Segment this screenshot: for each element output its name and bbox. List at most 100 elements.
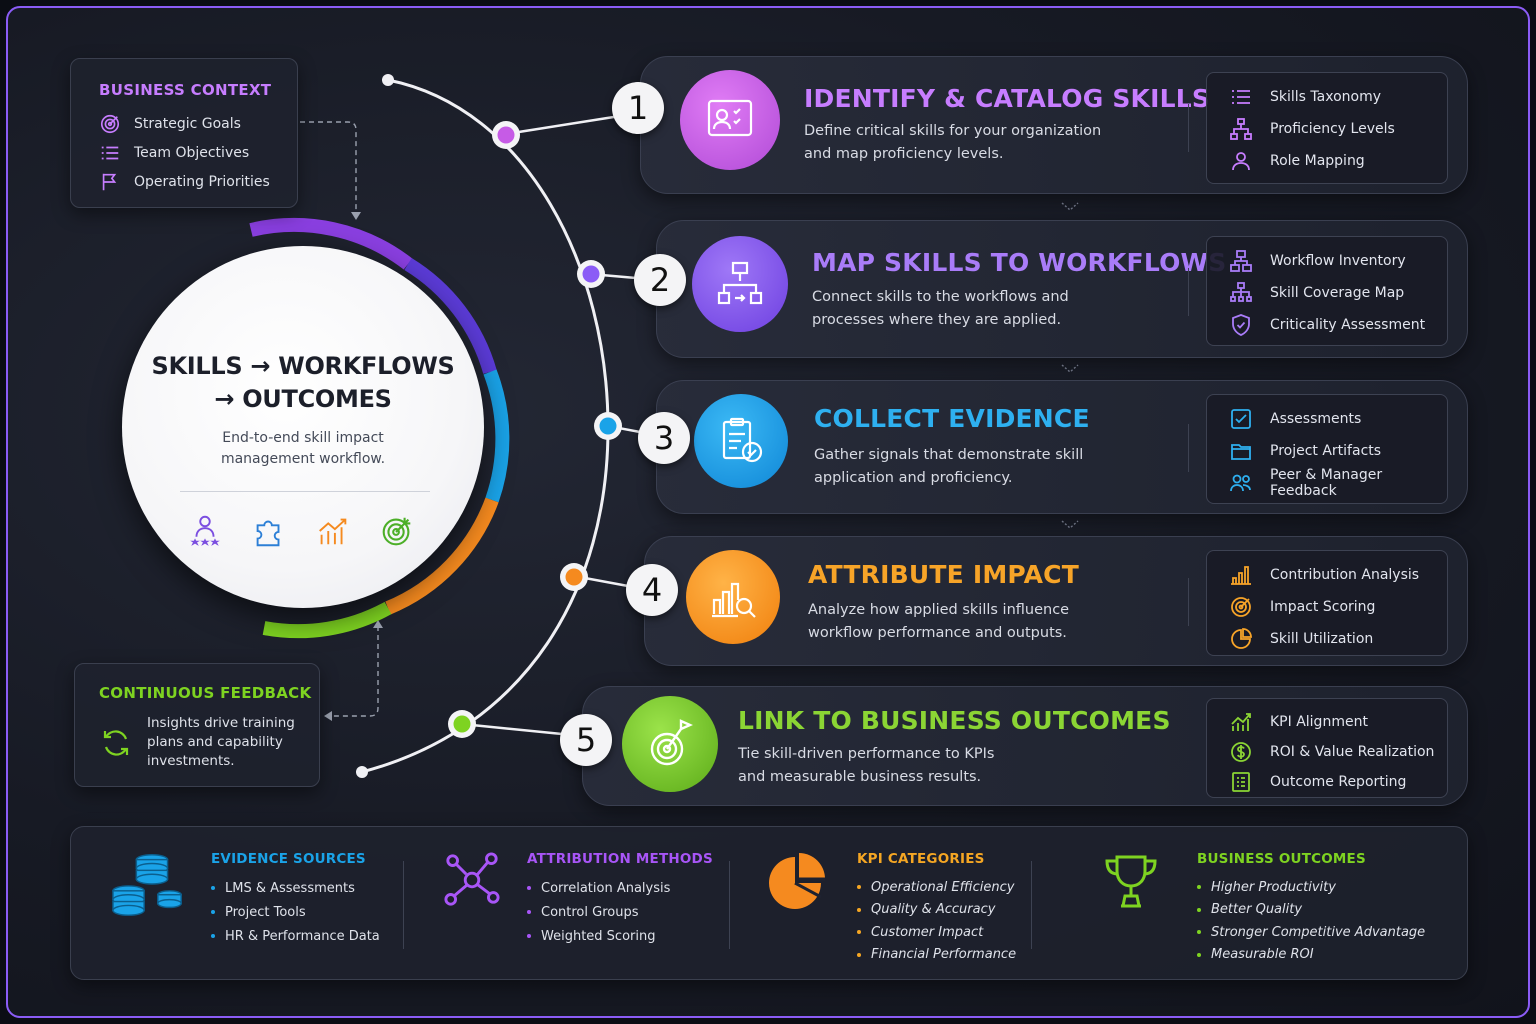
step-1-description: Define critical skills for your organiza… [804, 123, 1102, 162]
step-number-1: 1 [612, 82, 664, 134]
step-1-icon [680, 70, 780, 170]
bar-chart-icon [1231, 566, 1251, 585]
chart-search-icon [712, 582, 756, 618]
step-4-list: Contribution Analysis Impact Scoring Ski… [1206, 550, 1448, 656]
chevron-down-icon [1061, 202, 1079, 211]
step-5-item: Outcome Reporting [1207, 767, 1447, 797]
list-item: LMS & Assessments [211, 876, 380, 900]
business-context-panel: BUSINESS CONTEXT Strategic Goals Team Ob… [70, 58, 298, 208]
step-2-item: Criticality Assessment [1207, 309, 1447, 341]
step-2-icon [692, 236, 788, 332]
step-1-list: Skills Taxonomy Proficiency Levels Role … [1206, 72, 1448, 184]
feedback-text: Insights drive training plans and capabi… [147, 715, 295, 769]
list-item: Better Quality [1197, 899, 1425, 922]
center-icon-row [186, 512, 416, 550]
center-title: SKILLS → WORKFLOWS → OUTCOMES [151, 352, 455, 413]
list-item: Financial Performance [857, 944, 1016, 967]
list-item: Weighted Scoring [527, 924, 713, 948]
step-number-5: 5 [560, 714, 612, 766]
list-item: HR & Performance Data [211, 924, 380, 948]
step-1-item: Proficiency Levels [1207, 113, 1447, 145]
step-2-list: Workflow Inventory Skill Coverage Map Cr… [1206, 236, 1448, 346]
list-item: Project Tools [211, 900, 380, 924]
continuous-feedback-panel: CONTINUOUS FEEDBACK Insights drive train… [74, 663, 320, 787]
step-4-item: Skill Utilization [1207, 623, 1447, 655]
list-item: Control Groups [527, 900, 713, 924]
list-item: Higher Productivity [1197, 876, 1425, 899]
goal-target-icon [382, 517, 411, 546]
step-2-item: Workflow Inventory [1207, 245, 1447, 277]
user-rating-icon [190, 515, 220, 546]
summary-panel: EVIDENCE SOURCES LMS & Assessments Proje… [70, 826, 1468, 980]
growth-chart-icon [319, 518, 347, 545]
step-5-item: ROI & Value Realization [1207, 737, 1447, 767]
business-context-title: BUSINESS CONTEXT [99, 81, 272, 99]
kpi-categories-column: KPI CATEGORIES Operational Efficiency Qu… [857, 851, 1016, 966]
dollar-icon [1231, 742, 1251, 762]
center-divider [180, 491, 430, 492]
workflow-diagram-icon [717, 261, 763, 305]
step-2-title: MAP SKILLS TO WORKFLOWS [812, 248, 1227, 277]
list-icon [1232, 90, 1250, 104]
step-1-title: IDENTIFY & CATALOG SKILLS [804, 84, 1211, 113]
step-3-icon [694, 394, 788, 488]
step-1-item: Role Mapping [1207, 145, 1447, 177]
step-5-title: LINK TO BUSINESS OUTCOMES [738, 706, 1171, 735]
step-3-item: Project Artifacts [1207, 435, 1447, 467]
puzzle-icon [256, 520, 280, 547]
sitemap-icon [1230, 282, 1252, 302]
step-3-item: Peer & Manager Feedback [1207, 467, 1447, 499]
evidence-sources-column: EVIDENCE SOURCES LMS & Assessments Proje… [211, 851, 380, 948]
step-4-description: Analyze how applied skills influence wor… [808, 602, 1070, 641]
step-4-item: Impact Scoring [1207, 591, 1447, 623]
business-outcomes-column: BUSINESS OUTCOMES Higher Productivity Be… [1197, 851, 1425, 966]
flag-icon [102, 173, 117, 190]
refresh-icon [103, 729, 129, 756]
list-item: Measurable ROI [1197, 944, 1425, 967]
target-flag-icon [650, 719, 693, 766]
context-item-strategic-goals: Strategic Goals [99, 109, 297, 138]
step-4-icon [686, 550, 780, 644]
chevron-down-icon [1061, 520, 1079, 529]
kpi-chart-icon [1231, 713, 1251, 731]
step-5-icon [622, 696, 718, 792]
users-icon [1230, 474, 1251, 492]
step-2-description: Connect skills to the workflows and proc… [812, 289, 1069, 328]
feedback-title: CONTINUOUS FEEDBACK [99, 684, 312, 702]
step-3-list: Assessments Project Artifacts Peer & Man… [1206, 394, 1448, 504]
list-item: Customer Impact [857, 921, 1016, 944]
list-item: Quality & Accuracy [857, 899, 1016, 922]
network-nodes-icon [444, 852, 500, 906]
step-5-list: KPI Alignment ROI & Value Realization Ou… [1206, 698, 1448, 798]
target-icon [1231, 597, 1251, 617]
hierarchy-icon [1230, 118, 1252, 140]
pie-chart-icon [769, 853, 825, 909]
list-item: Stronger Competitive Advantage [1197, 921, 1425, 944]
infographic-frame: BUSINESS CONTEXT Strategic Goals Team Ob… [6, 6, 1530, 1018]
list-icon [101, 146, 119, 159]
profile-checklist-icon [707, 99, 753, 137]
step-number-3: 3 [638, 412, 690, 464]
step-3-item: Assessments [1207, 403, 1447, 435]
checkbox-icon [1231, 409, 1251, 429]
step-number-4: 4 [626, 564, 678, 616]
step-4-item: Contribution Analysis [1207, 559, 1447, 591]
step-4-title: ATTRIBUTE IMPACT [808, 560, 1079, 589]
folder-icon [1231, 444, 1251, 460]
database-icon [112, 854, 182, 916]
step-5-item: KPI Alignment [1207, 707, 1447, 737]
attribution-methods-column: ATTRIBUTION METHODS Correlation Analysis… [527, 851, 713, 948]
shield-check-icon [1232, 314, 1250, 336]
trophy-icon [1105, 855, 1157, 908]
list-item: Operational Efficiency [857, 876, 1016, 899]
center-circle: SKILLS → WORKFLOWS → OUTCOMES End-to-end… [122, 246, 484, 608]
chevron-down-icon [1061, 364, 1079, 373]
pie-chart-icon [1231, 628, 1252, 649]
center-subtitle: End-to-end skill impact management workf… [220, 430, 386, 467]
target-icon [100, 114, 120, 133]
step-3-description: Gather signals that demonstrate skill ap… [814, 447, 1084, 486]
step-number-2: 2 [634, 254, 686, 306]
report-icon [1232, 772, 1250, 792]
step-1-item: Skills Taxonomy [1207, 81, 1447, 113]
step-2-item: Skill Coverage Map [1207, 277, 1447, 309]
